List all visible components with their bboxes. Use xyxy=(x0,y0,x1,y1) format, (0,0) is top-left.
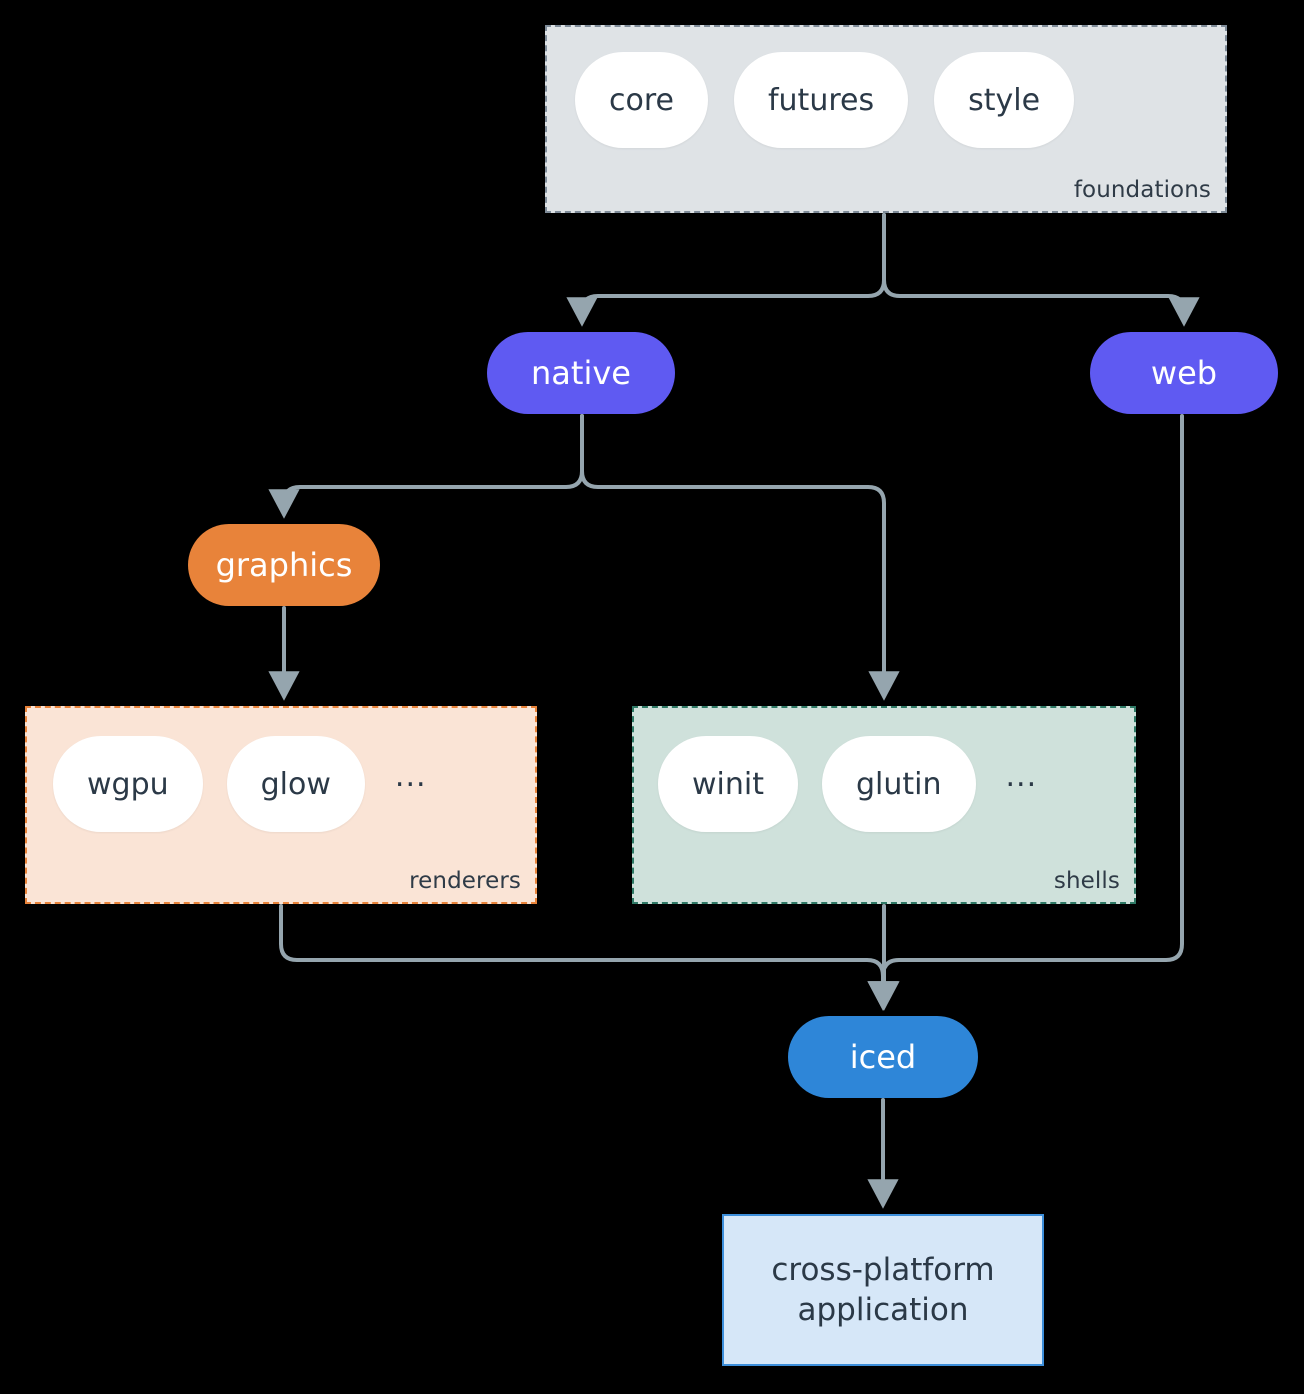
pill-glow[interactable]: glow xyxy=(226,736,365,832)
renderers-pill-row: wgpu glow ... xyxy=(53,736,431,832)
group-renderers: wgpu glow ... renderers xyxy=(25,706,537,904)
app-label-line2: application xyxy=(797,1292,969,1328)
edge-native-to-shells xyxy=(580,414,900,701)
pill-wgpu[interactable]: wgpu xyxy=(53,736,203,832)
shells-pill-row: winit glutin ... xyxy=(658,736,1041,832)
pill-core[interactable]: core xyxy=(575,52,708,148)
node-cross-platform-application[interactable]: cross-platform application xyxy=(722,1214,1044,1366)
pill-futures[interactable]: futures xyxy=(733,52,909,148)
group-label-foundations: foundations xyxy=(1073,177,1211,203)
pill-winit[interactable]: winit xyxy=(658,736,798,832)
edge-foundations-to-web xyxy=(882,213,1200,327)
pill-glutin[interactable]: glutin xyxy=(821,736,976,832)
node-iced[interactable]: iced xyxy=(788,1016,978,1098)
node-web[interactable]: web xyxy=(1090,332,1278,414)
renderers-ellipsis: ... xyxy=(394,759,427,794)
group-label-shells: shells xyxy=(1053,868,1120,894)
app-label-line1: cross-platform xyxy=(771,1251,995,1288)
group-shells: winit glutin ... shells xyxy=(632,706,1136,904)
edge-native-to-graphics xyxy=(268,414,584,519)
node-native[interactable]: native xyxy=(487,332,675,414)
edge-renderers-to-iced xyxy=(279,904,899,1011)
group-label-renderers: renderers xyxy=(409,868,521,894)
group-foundations: core futures style foundations xyxy=(545,25,1227,213)
edge-foundations-to-native xyxy=(566,213,886,327)
node-graphics[interactable]: graphics xyxy=(188,524,380,606)
foundations-pill-row: core futures style xyxy=(575,52,1075,148)
pill-style[interactable]: style xyxy=(934,52,1075,148)
shells-ellipsis: ... xyxy=(1005,759,1038,794)
